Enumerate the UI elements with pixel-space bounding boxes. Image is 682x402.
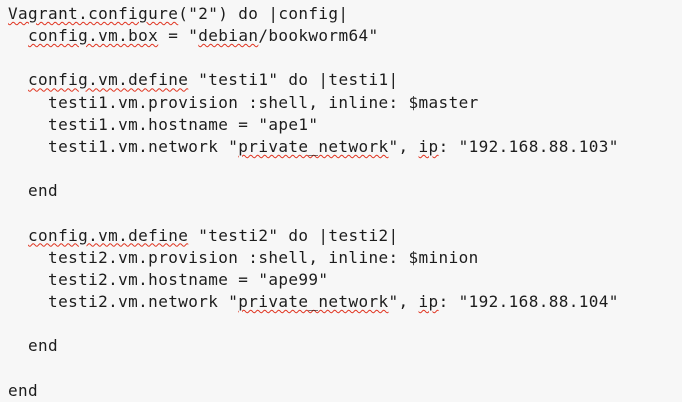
code-text: = " [158, 26, 199, 46]
code-line [8, 313, 682, 335]
code-text: testi2.vm.hostname = "ape99" [8, 269, 329, 289]
code-text: end [8, 181, 59, 201]
code-line: config.vm.box = "debian/bookworm64" [8, 25, 682, 47]
misspelled-word: Vagrant.configure [8, 4, 179, 23]
code-line: testi2.vm.provision :shell, inline: $min… [8, 247, 682, 269]
code-text: ", [388, 292, 419, 312]
code-text: testi2.vm.network " [8, 292, 239, 312]
code-text: ", [388, 136, 419, 156]
misspelled-word: ip [418, 136, 439, 156]
code-text: "testi1" do |testi1| [188, 70, 399, 90]
code-line: testi1.vm.network "private_network", ip:… [8, 136, 682, 158]
code-text: end [8, 336, 59, 356]
code-line: end [8, 180, 682, 202]
code-text: testi1.vm.provision :shell, inline: $mas… [8, 92, 479, 112]
code-text: : "192.168.88.104" [438, 292, 619, 312]
misspelled-word: config.vm.define [28, 70, 189, 90]
misspelled-word: private_network [238, 136, 389, 156]
code-line [8, 202, 682, 224]
code-line: testi1.vm.provision :shell, inline: $mas… [8, 92, 682, 114]
misspelled-word: config.vm.box [28, 26, 159, 46]
code-text [8, 226, 28, 245]
misspelled-word: debian [198, 26, 259, 46]
code-text [8, 70, 28, 89]
misspelled-word: config.vm.define [28, 225, 189, 245]
code-text [8, 26, 28, 45]
code-line: testi2.vm.hostname = "ape99" [8, 269, 682, 291]
code-text: /bookworm64" [258, 26, 379, 46]
code-text: ("2") do |config| [178, 4, 349, 23]
code-line: end [8, 335, 682, 357]
misspelled-word: ip [418, 292, 439, 312]
code-text: testi1.vm.hostname = "ape1" [8, 114, 319, 134]
code-text: "testi2" do |testi2| [188, 225, 399, 245]
code-line: config.vm.define "testi1" do |testi1| [8, 69, 682, 91]
code-line: Vagrant.configure("2") do |config| [8, 3, 682, 25]
code-text: : "192.168.88.103" [438, 136, 619, 156]
code-text: testi1.vm.network " [8, 136, 239, 156]
code-line [8, 358, 682, 380]
code-text: end [8, 380, 39, 400]
code-line: config.vm.define "testi2" do |testi2| [8, 225, 682, 247]
misspelled-word: private_network [238, 292, 389, 312]
code-line [8, 158, 682, 180]
code-line: end [8, 380, 682, 402]
code-line [8, 47, 682, 69]
code-text: testi2.vm.provision :shell, inline: $min… [8, 247, 479, 267]
code-line: testi1.vm.hostname = "ape1" [8, 114, 682, 136]
code-line: testi2.vm.network "private_network", ip:… [8, 291, 682, 313]
